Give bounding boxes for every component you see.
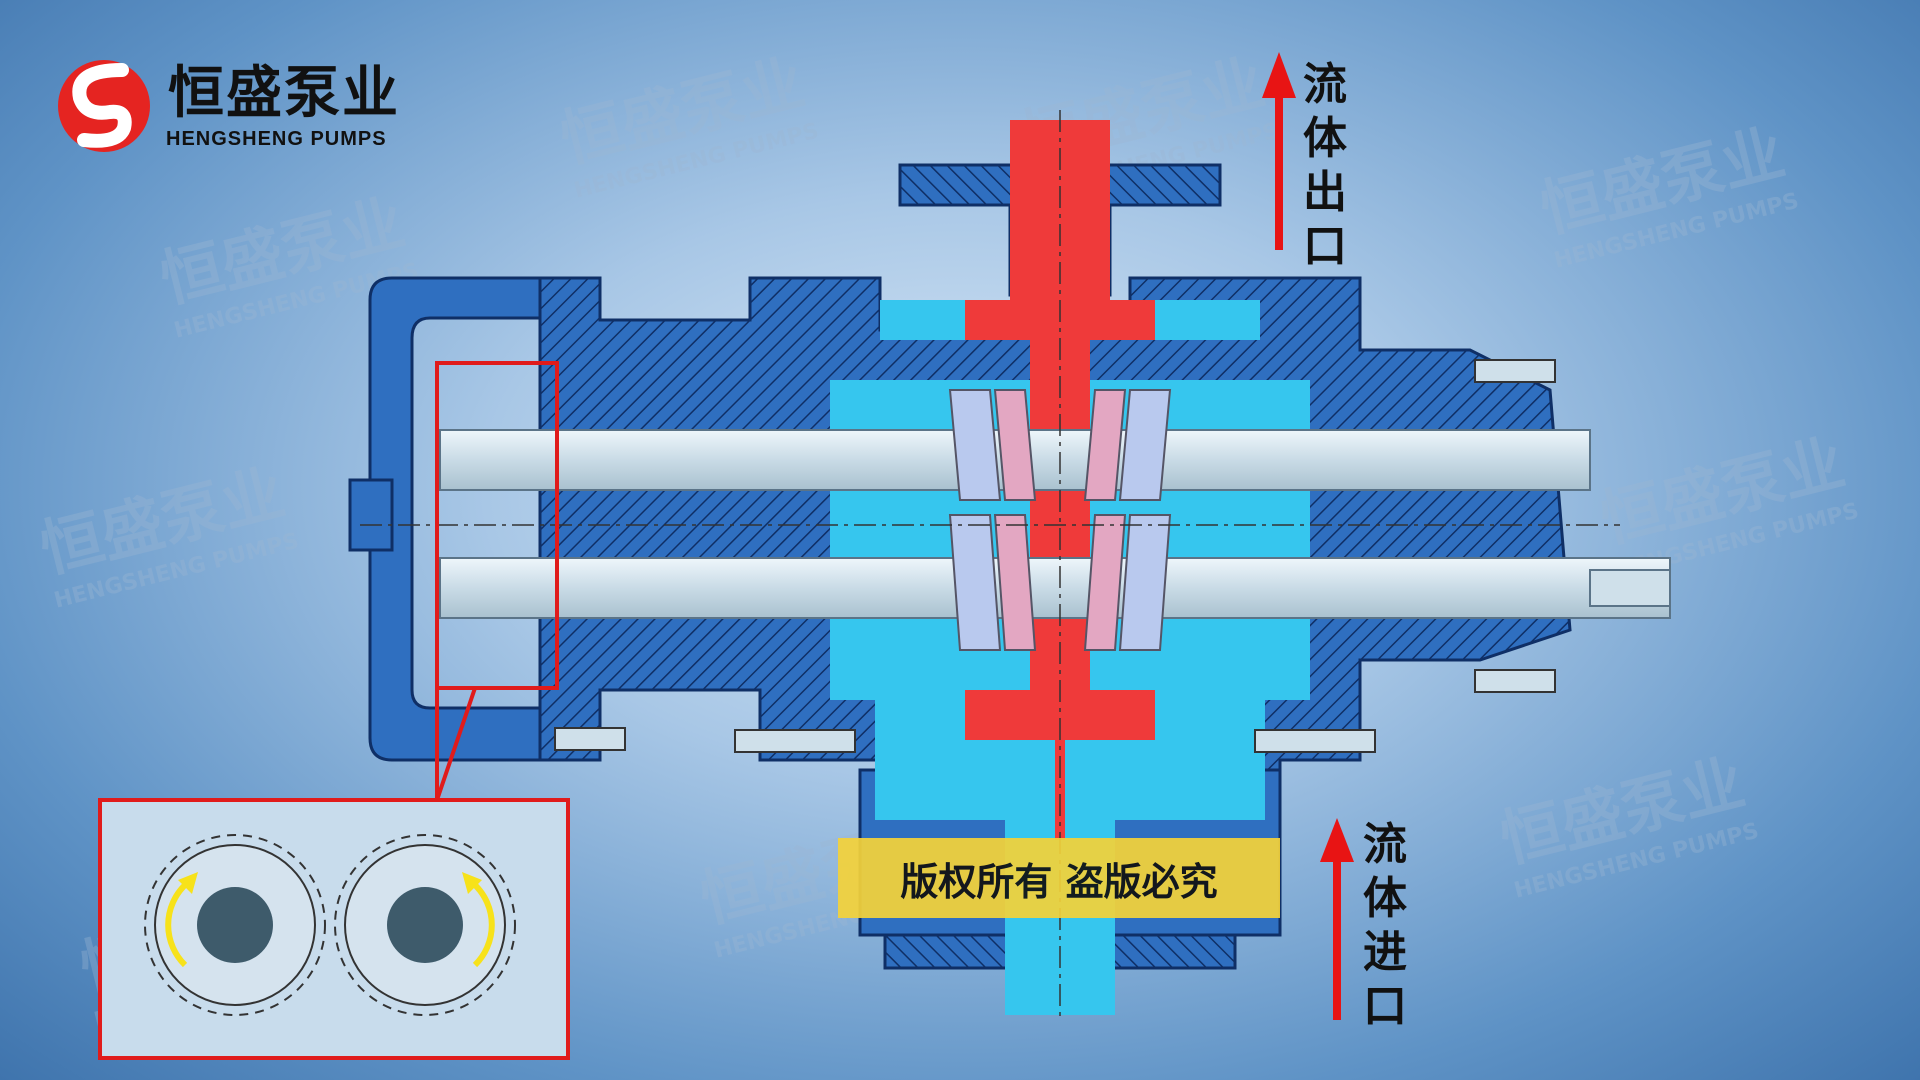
copyright-banner: 版权所有 盗版必究: [838, 838, 1280, 918]
outlet-arrow-icon: [1262, 52, 1296, 250]
screw-rotors: [948, 389, 1172, 651]
logo-subtitle: HENGSHENG PUMPS: [166, 128, 387, 150]
inlet-arrow-icon: [1320, 818, 1354, 1020]
gear-highlight-box: [435, 361, 559, 690]
left-gear-icon: [144, 834, 326, 1016]
right-gear-icon: [334, 834, 516, 1016]
logo-title: 恒盛泵业: [168, 61, 400, 126]
drive-shaft-end: [1589, 569, 1671, 607]
inlet-label: 流体进口: [1363, 819, 1407, 1032]
logo-mark-icon: [58, 60, 150, 152]
gear-detail-inset: [98, 798, 570, 1060]
cover-plug: [348, 478, 394, 552]
outlet-label: 流体出口: [1303, 59, 1347, 272]
bolts: [554, 359, 1556, 753]
lower-shaft: [439, 557, 1671, 619]
